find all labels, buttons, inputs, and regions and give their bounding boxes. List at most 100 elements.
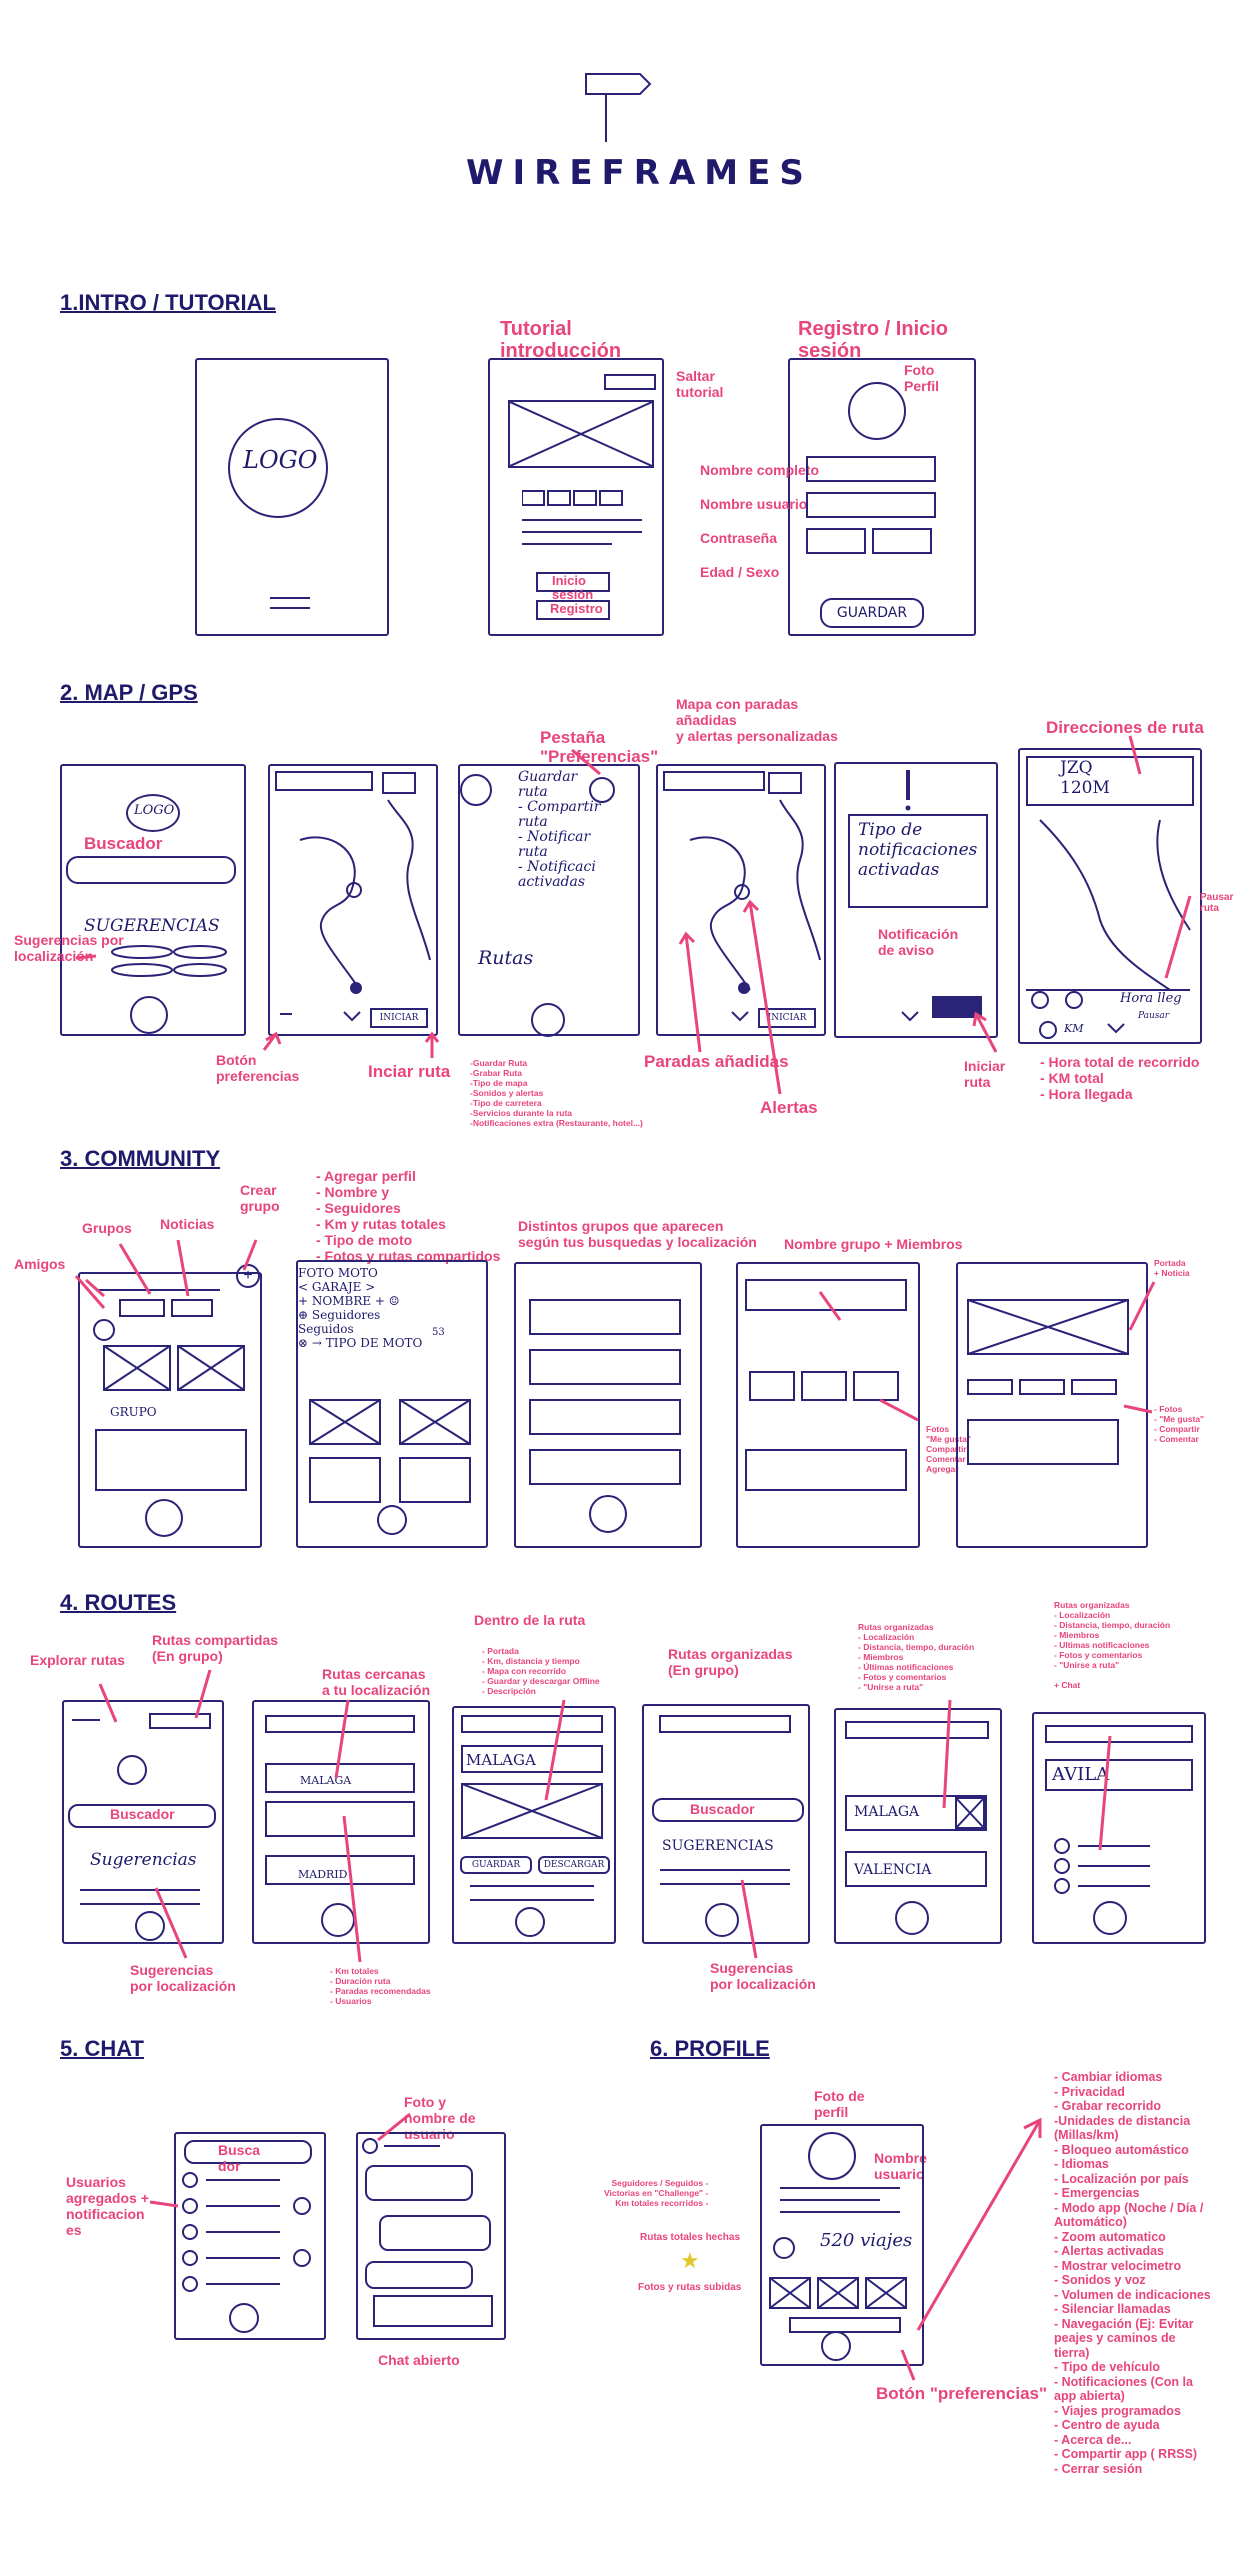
portada-label: Portada + Noticia <box>1154 1258 1190 1278</box>
routes-explore-screen <box>62 1700 224 1944</box>
grupos-label: Grupos <box>82 1220 132 1236</box>
full-name-field[interactable] <box>806 456 936 482</box>
notificacion-aviso-label: Notificación de aviso <box>878 926 959 958</box>
settings-list: - Cambiar idiomas - Privacidad - Grabar … <box>1054 2070 1211 2476</box>
iniciar-mini-button[interactable]: INICIAR <box>370 1008 428 1028</box>
iniciar-ruta-label-2: Iniciar ruta <box>964 1058 1006 1090</box>
section-heading-profile: 6. PROFILE <box>650 2036 770 2061</box>
password-confirm-field[interactable] <box>872 528 932 554</box>
routes-buscador-label: Buscador <box>110 1806 175 1822</box>
routes-search-input[interactable] <box>68 1804 216 1828</box>
save-button[interactable]: GUARDAR <box>820 598 924 628</box>
chat-search-input[interactable] <box>184 2140 312 2164</box>
register-button[interactable] <box>536 600 610 620</box>
search-input[interactable] <box>66 856 236 884</box>
org-list-2: Rutas organizadas - Localización - Dista… <box>1054 1600 1171 1690</box>
dentro-list: - Portada - Km, distancia y tiempo - Map… <box>482 1646 600 1696</box>
avila-hw: AVILA <box>1052 1764 1110 1785</box>
km-hw: KM <box>1064 1022 1084 1035</box>
routes-organized-screen <box>642 1704 810 1944</box>
alertas-label: Alertas <box>760 1098 818 1117</box>
skip-button[interactable] <box>604 374 656 390</box>
chat-abierto-label: Chat abierto <box>378 2352 460 2368</box>
map-stops-screen <box>656 764 826 1036</box>
boton-preferencias-profile: Botón "preferencias" <box>876 2384 1048 2403</box>
routes-sugerencias-hw: Sugerencias <box>90 1850 197 1870</box>
section-heading-map: 2. MAP / GPS <box>60 680 198 705</box>
group-detail-screen <box>736 1262 920 1548</box>
org-chat-screen <box>1032 1712 1206 1944</box>
routes-km-list: - Km totales - Duración ruta - Paradas r… <box>330 1966 431 2006</box>
chat-buscador-label: Busca dor <box>218 2142 261 2174</box>
section-heading-intro: 1.INTRO / TUTORIAL <box>60 290 276 315</box>
preferences-menu-items: Guardar ruta - Compartir ruta - Notifica… <box>518 769 601 890</box>
notification-box-text: Tipo de notificaciones activadas <box>858 820 978 880</box>
tutorial-screen <box>488 358 664 636</box>
cercanas-label: Rutas cercanas a tu localización <box>322 1666 431 1698</box>
section-heading-routes: 4. ROUTES <box>60 1590 177 1615</box>
organizadas-label: Rutas organizadas (En grupo) <box>668 1646 793 1678</box>
crear-grupo-label: Crear grupo <box>240 1182 280 1214</box>
page-title: WIREFRAMES <box>466 153 813 193</box>
avatar[interactable] <box>848 382 906 440</box>
navigation-screen <box>1018 748 1202 1044</box>
register-label: Registro <box>550 601 603 616</box>
start-route-button[interactable] <box>932 996 982 1018</box>
org-list: Rutas organizadas - Localización - Dista… <box>858 1622 975 1692</box>
route-stats-list: - Hora total de recorrido - KM total - H… <box>1040 1054 1200 1102</box>
malaga-hw: MALAGA <box>300 1774 352 1787</box>
search-icon-box[interactable] <box>382 772 416 794</box>
perfil-hw: FOTO MOTO < GARAJE > + NOMBRE + ☺ ⊕ Segu… <box>298 1266 423 1350</box>
tutorial-text-lines <box>522 516 642 556</box>
profile-avatar[interactable] <box>808 2132 856 2180</box>
tutorial-image <box>508 400 654 468</box>
guardar-mini-button[interactable]: GUARDAR <box>460 1856 532 1874</box>
pausar-hw[interactable]: Pausar <box>1138 1011 1170 1021</box>
search-icon-box-2[interactable] <box>768 772 802 794</box>
profile-screen <box>296 1260 488 1548</box>
menu-icon[interactable] <box>460 774 492 806</box>
map-home-screen <box>60 764 246 1036</box>
password-label: Contraseña <box>700 530 778 546</box>
login-button[interactable] <box>536 572 610 592</box>
chat-list-screen <box>174 2132 326 2340</box>
pausar-label: Pausar ruta <box>1200 892 1234 914</box>
routes-nearby-screen <box>252 1700 430 1944</box>
splash-screen <box>195 358 389 636</box>
tutorial-title: Tutorial introducción <box>500 318 622 362</box>
noticias-label: Noticias <box>160 1216 215 1232</box>
logo-text: LOGO <box>243 446 318 474</box>
foto-perfil-label: Foto Perfil <box>904 362 940 394</box>
chat-open-screen <box>356 2132 506 2340</box>
grupo-hw: GRUPO <box>110 1405 157 1419</box>
routes-search-input-2[interactable] <box>652 1798 804 1822</box>
registro-title: Registro / Inicio sesión <box>798 318 949 362</box>
dentro-label: Dentro de la ruta <box>474 1612 586 1628</box>
iniciar-ruta-label: Inciar ruta <box>368 1062 451 1081</box>
compartidas-label: Rutas compartidas (En grupo) <box>152 1632 279 1664</box>
mapa-paradas-label: Mapa con paradas añadidas y alertas pers… <box>676 696 838 744</box>
boton-preferencias-label: Botón preferencias <box>216 1052 300 1084</box>
nombre-grupo-label: Nombre grupo + Miembros <box>784 1236 963 1252</box>
route-detail-screen <box>452 1706 616 1944</box>
madrid-hw: MADRID <box>298 1868 348 1881</box>
community-screen <box>78 1272 262 1548</box>
add-group-icon[interactable]: + <box>236 1264 260 1288</box>
suggestion-pills[interactable] <box>104 944 234 990</box>
preferences-list: -Guardar Ruta -Grabar Ruta -Tipo de mapa… <box>470 1058 643 1128</box>
descargar-mini-button[interactable]: DESCARGAR <box>538 1856 610 1874</box>
username-field[interactable] <box>806 492 936 518</box>
section-heading-chat: 5. CHAT <box>60 2036 144 2061</box>
foto-perfil-label-2: Foto de perfil <box>814 2088 865 2120</box>
seguidores-list: Seguidores / Seguidos - Victorias en "Ch… <box>604 2178 709 2208</box>
malaga-hw-2: MALAGA <box>466 1751 536 1769</box>
pager-dots <box>521 490 642 506</box>
iniciar-mini-button-2[interactable]: INICIAR <box>758 1008 816 1028</box>
username-label: Nombre usuario <box>700 496 808 512</box>
pref-button-circle[interactable] <box>130 996 168 1034</box>
malaga-hw-3: MALAGA <box>854 1804 920 1820</box>
usuarios-label: Usuarios agregados + notificacion es <box>66 2174 149 2238</box>
fotos-rutas-label: Fotos y rutas subidas <box>638 2282 742 2293</box>
password-field[interactable] <box>806 528 866 554</box>
sugerencias-loc-label: Sugerencias por localización <box>14 932 124 964</box>
